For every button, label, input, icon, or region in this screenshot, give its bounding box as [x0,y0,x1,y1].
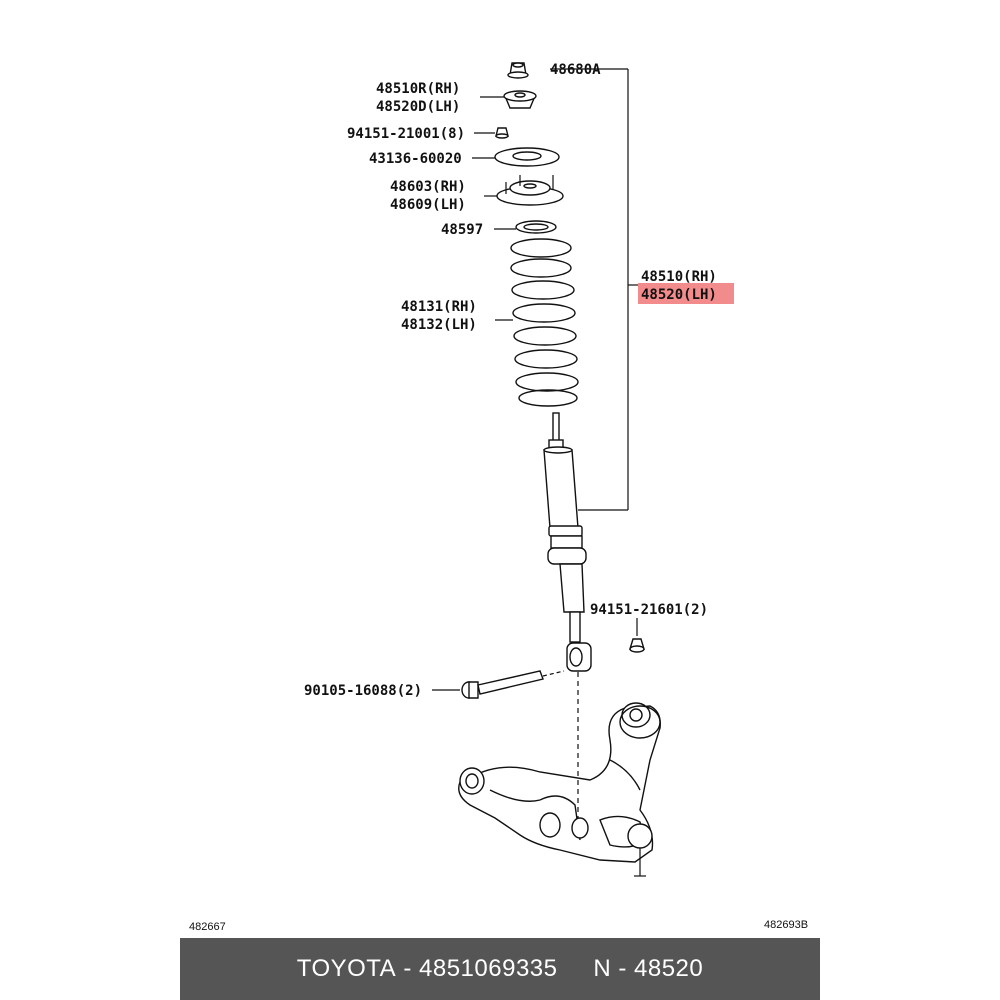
label-support-lh: 48609(LH) [390,197,466,213]
caption-bar: TOYOTA - 4851069335 N - 48520 [180,938,820,1000]
label-spring-lh: 48132(LH) [401,317,477,333]
label-plate: 43136-60020 [369,151,462,167]
label-top-nut: 48680A [550,62,601,78]
label-absorber-rh: 48510(RH) [641,269,717,285]
label-lower-nut: 94151-21601(2) [590,602,708,618]
support-part [484,175,564,206]
top-nut-part [507,62,529,79]
caption-separator: - [396,955,420,982]
shock-absorber-part [543,412,592,672]
assembly-bracket [550,68,638,511]
small-nut-part [474,127,509,139]
label-upper-support-rh: 48510R(RH) [376,81,460,97]
label-spring-rh: 48131(RH) [401,299,477,315]
coil-spring-part [495,238,579,407]
label-bolt: 90105-16088(2) [304,683,422,699]
caption-separator-2: - [611,955,635,982]
illustration-code-right: 482693B [764,919,808,931]
caption-reference: 48520 [634,955,704,982]
label-absorber-lh: 48520(LH) [641,287,717,303]
lower-nut-part [629,618,645,653]
caption-brand: TOYOTA [296,955,397,982]
illustration-code-left: 482667 [189,921,226,933]
cushion-part [480,90,537,109]
label-insulator: 48597 [441,222,483,238]
highlight-box [638,283,734,304]
label-nut-8: 94151-21001(8) [347,126,465,142]
insulator-part [494,220,557,234]
bolt-part [432,670,565,699]
plate-part [472,147,560,167]
parts-diagram: 48680A 48510R(RH) 48520D(LH) 94151-21001… [189,62,808,933]
label-upper-support-lh: 48520D(LH) [376,99,460,115]
lower-arm-part [458,702,661,877]
caption-prefix: N [593,955,612,982]
caption-part-number: 4851069335 [419,955,558,982]
label-support-rh: 48603(RH) [390,179,466,195]
